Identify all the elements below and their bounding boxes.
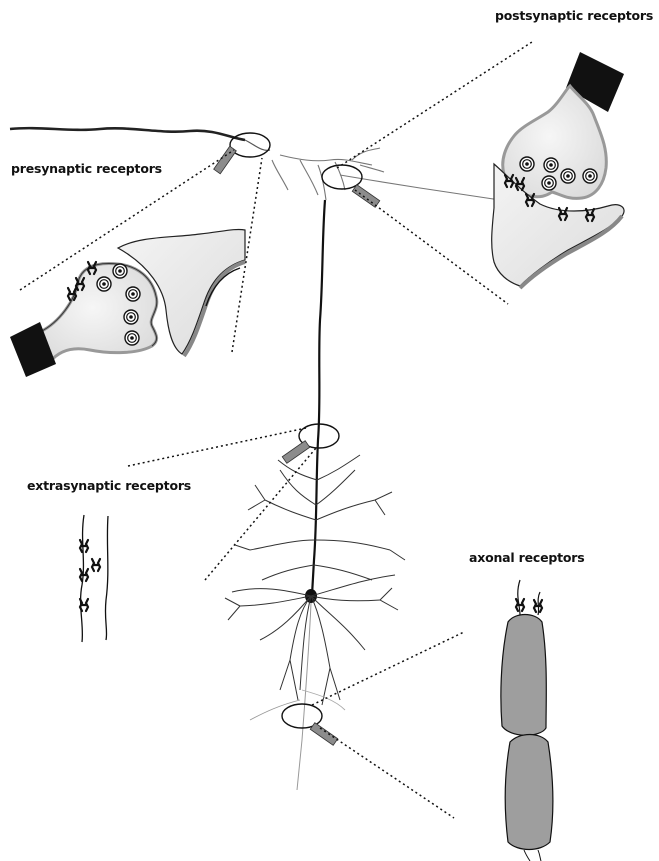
extrasynaptic-inset bbox=[80, 515, 108, 642]
label-postsynaptic-receptors: postsynaptic receptors bbox=[495, 8, 653, 23]
vesicle-icon bbox=[125, 331, 139, 345]
label-axonal-receptors: axonal receptors bbox=[469, 550, 585, 565]
recording-site-extrasynaptic bbox=[282, 424, 339, 463]
vesicle-icon bbox=[561, 169, 575, 183]
presynaptic-inset bbox=[10, 229, 245, 377]
patch-pipette-icon bbox=[214, 146, 237, 174]
receptor-icon bbox=[80, 540, 88, 552]
membrane-right bbox=[105, 516, 108, 640]
receptor-icon bbox=[80, 569, 88, 581]
axon-descending bbox=[297, 603, 311, 790]
neuron bbox=[10, 128, 500, 790]
axon-branch-left bbox=[10, 128, 245, 140]
label-presynaptic-receptors: presynaptic receptors bbox=[11, 161, 162, 176]
receptor-icon bbox=[80, 599, 88, 611]
label-extrasynaptic-receptors: extrasynaptic receptors bbox=[27, 478, 191, 493]
recording-site-postsynaptic bbox=[322, 165, 380, 207]
vesicle-icon bbox=[97, 277, 111, 291]
dendritic-arbor bbox=[225, 455, 405, 705]
axonal-inset bbox=[501, 580, 553, 861]
recording-site-axonal bbox=[282, 704, 338, 745]
apical-tuft bbox=[272, 148, 500, 200]
callout-lines bbox=[20, 42, 532, 818]
postsynaptic-inset bbox=[492, 52, 624, 288]
apical-trunk bbox=[312, 200, 325, 595]
vesicle-icon bbox=[583, 169, 597, 183]
vesicle-icon bbox=[520, 157, 534, 171]
vesicle-icon bbox=[126, 287, 140, 301]
vesicle-icon bbox=[113, 264, 127, 278]
myelin-segment-upper bbox=[501, 615, 546, 736]
vesicle-icon bbox=[544, 158, 558, 172]
receptor-icon bbox=[92, 559, 100, 571]
vesicle-icon bbox=[542, 176, 556, 190]
patch-pipette-icon bbox=[352, 185, 380, 208]
vesicle-icon bbox=[124, 310, 138, 324]
presynaptic-terminal bbox=[40, 264, 157, 362]
patch-pipette-icon bbox=[310, 723, 338, 746]
myelin-segment-lower bbox=[505, 735, 553, 850]
